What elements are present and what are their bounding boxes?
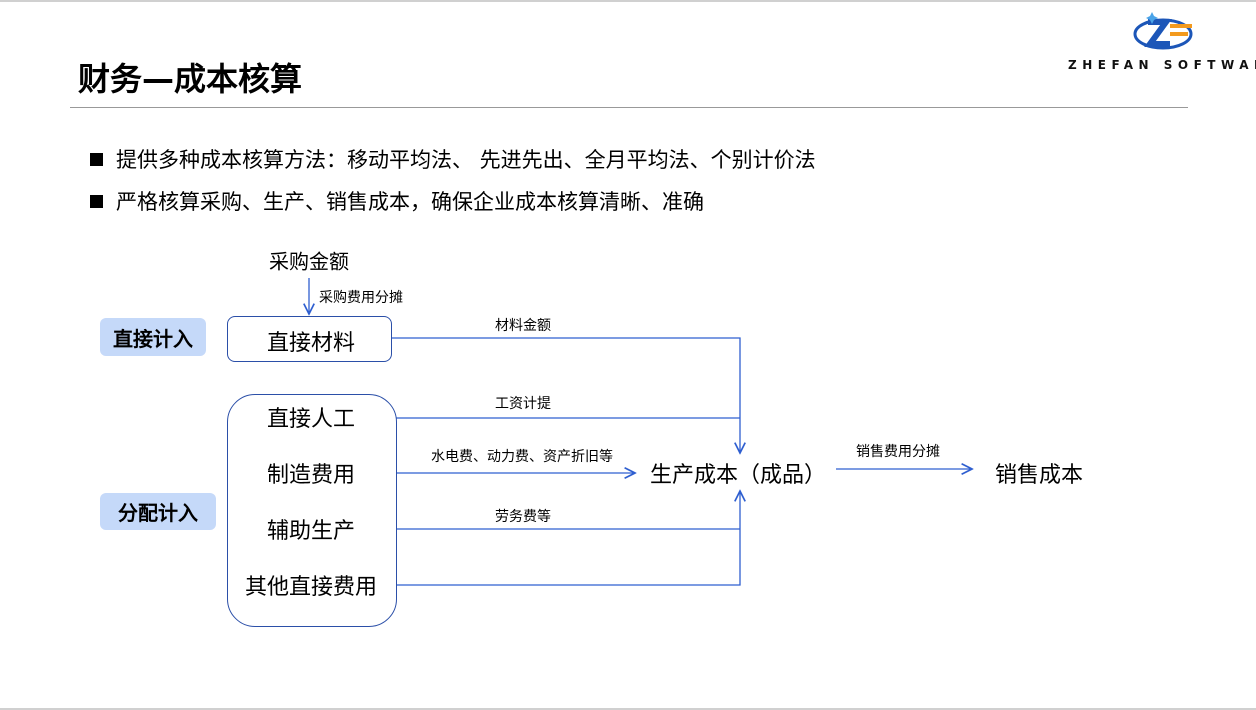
bottom-border (0, 708, 1256, 710)
arrow-material (391, 337, 740, 453)
direct-labor-node: 直接人工 (266, 407, 356, 432)
top-border (0, 0, 1256, 2)
bullet-text: 严格核算采购、生产、销售成本，确保企业成本核算清晰、准确 (116, 190, 704, 214)
zhefan-logo-icon (1133, 12, 1193, 50)
sales-cost-node: 销售成本 (994, 463, 1084, 488)
edge-label-wages: 工资计提 (495, 396, 551, 412)
purchase-allocation-label: 采购费用分摊 (319, 290, 403, 306)
logo-text: ZHEFAN SOFTWARE (1068, 58, 1256, 72)
arrow-other (396, 491, 740, 586)
page-title: 财务—成本核算 (78, 60, 303, 98)
bullet-square-icon (90, 152, 103, 166)
title-divider (70, 107, 1188, 108)
edge-label-material: 材料金额 (495, 318, 551, 334)
bullet-text: 提供多种成本核算方法：移动平均法、 先进先出、全月平均法、个别计价法 (116, 148, 816, 172)
sales-allocation-label: 销售费用分摊 (856, 444, 940, 460)
production-cost-node: 生产成本（成品） (649, 463, 827, 488)
direct-material-box (227, 316, 392, 362)
edge-label-labor: 劳务费等 (495, 509, 551, 525)
bullet-square-icon (90, 194, 103, 208)
other-direct-costs-node: 其他直接费用 (244, 575, 378, 600)
edge-label-utilities: 水电费、动力费、资产折旧等 (431, 449, 613, 465)
purchase-amount-node: 采购金额 (269, 249, 349, 274)
manufacturing-overhead-node: 制造费用 (266, 463, 356, 488)
allocated-group-box (227, 394, 397, 627)
tag-allocated: 分配计入 (100, 493, 216, 530)
tag-direct: 直接计入 (100, 318, 206, 356)
auxiliary-production-node: 辅助生产 (266, 519, 356, 544)
bullet-item: 严格核算采购、生产、销售成本，确保企业成本核算清晰、准确 (90, 186, 704, 216)
bullet-item: 提供多种成本核算方法：移动平均法、 先进先出、全月平均法、个别计价法 (90, 144, 816, 174)
direct-material-node: 直接材料 (266, 331, 356, 356)
